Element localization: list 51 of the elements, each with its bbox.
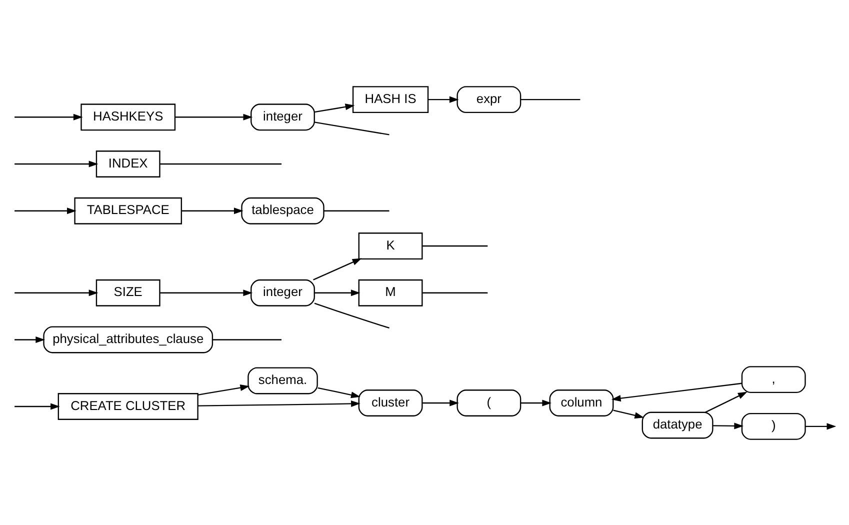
arrow: [613, 409, 644, 418]
node-box: K: [358, 232, 423, 259]
arrow: [314, 103, 355, 112]
arrow: [14, 402, 60, 410]
connector: [314, 121, 390, 135]
connector: [422, 292, 488, 293]
connector: [160, 162, 282, 164]
connector: [520, 98, 580, 100]
connector: [314, 302, 390, 328]
node-box: integer: [250, 278, 315, 306]
node-box: datatype: [642, 411, 714, 438]
node-box: cluster: [358, 389, 423, 416]
arrow: [14, 113, 83, 120]
arrow: [520, 399, 552, 406]
node-box: (: [456, 389, 522, 416]
node-box: INDEX: [96, 150, 160, 177]
arrow: [174, 113, 253, 120]
node-box: HASHKEYS: [80, 103, 176, 130]
arrow: [14, 207, 76, 214]
arrow: [14, 336, 46, 343]
node-box: column: [549, 389, 614, 416]
arrow: [705, 391, 748, 412]
arrow: [182, 207, 244, 214]
node-box: CREATE CLUSTER: [58, 392, 198, 420]
arrow: [198, 384, 250, 395]
node-box: ): [741, 412, 806, 440]
node-box: tablespace: [241, 196, 324, 224]
node-box: SIZE: [96, 278, 160, 306]
node-box: TABLESPACE: [74, 196, 182, 224]
connector: [422, 244, 488, 246]
arrow: [198, 400, 360, 406]
connector: [212, 338, 282, 340]
arrow: [805, 422, 836, 430]
arrow: [713, 422, 744, 429]
arrow: [314, 289, 360, 296]
node-box: expr: [456, 86, 522, 113]
node-box: schema.: [248, 366, 318, 394]
node-box: physical_attributes_clause: [43, 326, 214, 353]
arrow: [160, 289, 253, 296]
arrow: [14, 289, 98, 296]
node-box: M: [358, 278, 423, 306]
node-box: ,: [741, 366, 806, 393]
arrow: [318, 386, 360, 398]
arrow: [428, 96, 459, 102]
arrow: [611, 382, 742, 402]
arrow: [422, 399, 459, 406]
arrow: [313, 258, 362, 280]
connector: [324, 210, 390, 211]
arrow: [14, 160, 98, 167]
node-box: integer: [250, 103, 315, 130]
node-box: HASH IS: [352, 86, 429, 113]
